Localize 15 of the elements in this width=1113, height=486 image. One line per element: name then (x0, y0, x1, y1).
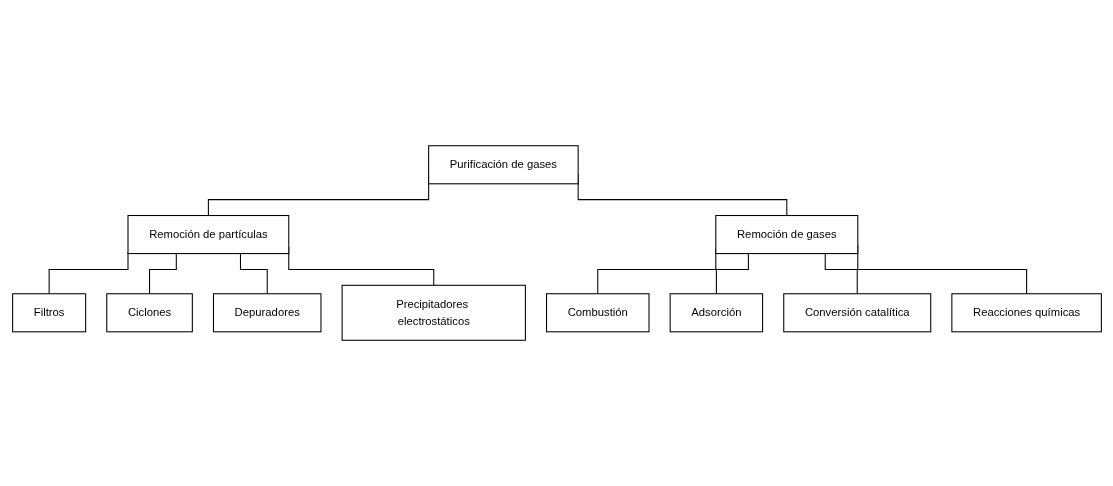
connector (824, 253, 858, 295)
connector (239, 253, 268, 295)
node-box: Purificación de gases (427, 145, 579, 185)
node-box: Combustión (545, 293, 650, 333)
node-box: Conversión catalítica (782, 293, 931, 333)
node-box: Reacciones químicas (950, 293, 1102, 333)
connector (148, 253, 177, 295)
node-box: Remoción de partículas (126, 215, 289, 255)
node-box: Filtros (11, 293, 86, 333)
node-box: Remoción de gases (714, 215, 858, 255)
node-box: Precipitadores electrostáticos (341, 284, 526, 341)
connector (715, 253, 749, 295)
node-box: Adsorción (669, 293, 763, 333)
node-box: Ciclones (105, 293, 193, 333)
node-box: Depuradores (212, 293, 321, 333)
